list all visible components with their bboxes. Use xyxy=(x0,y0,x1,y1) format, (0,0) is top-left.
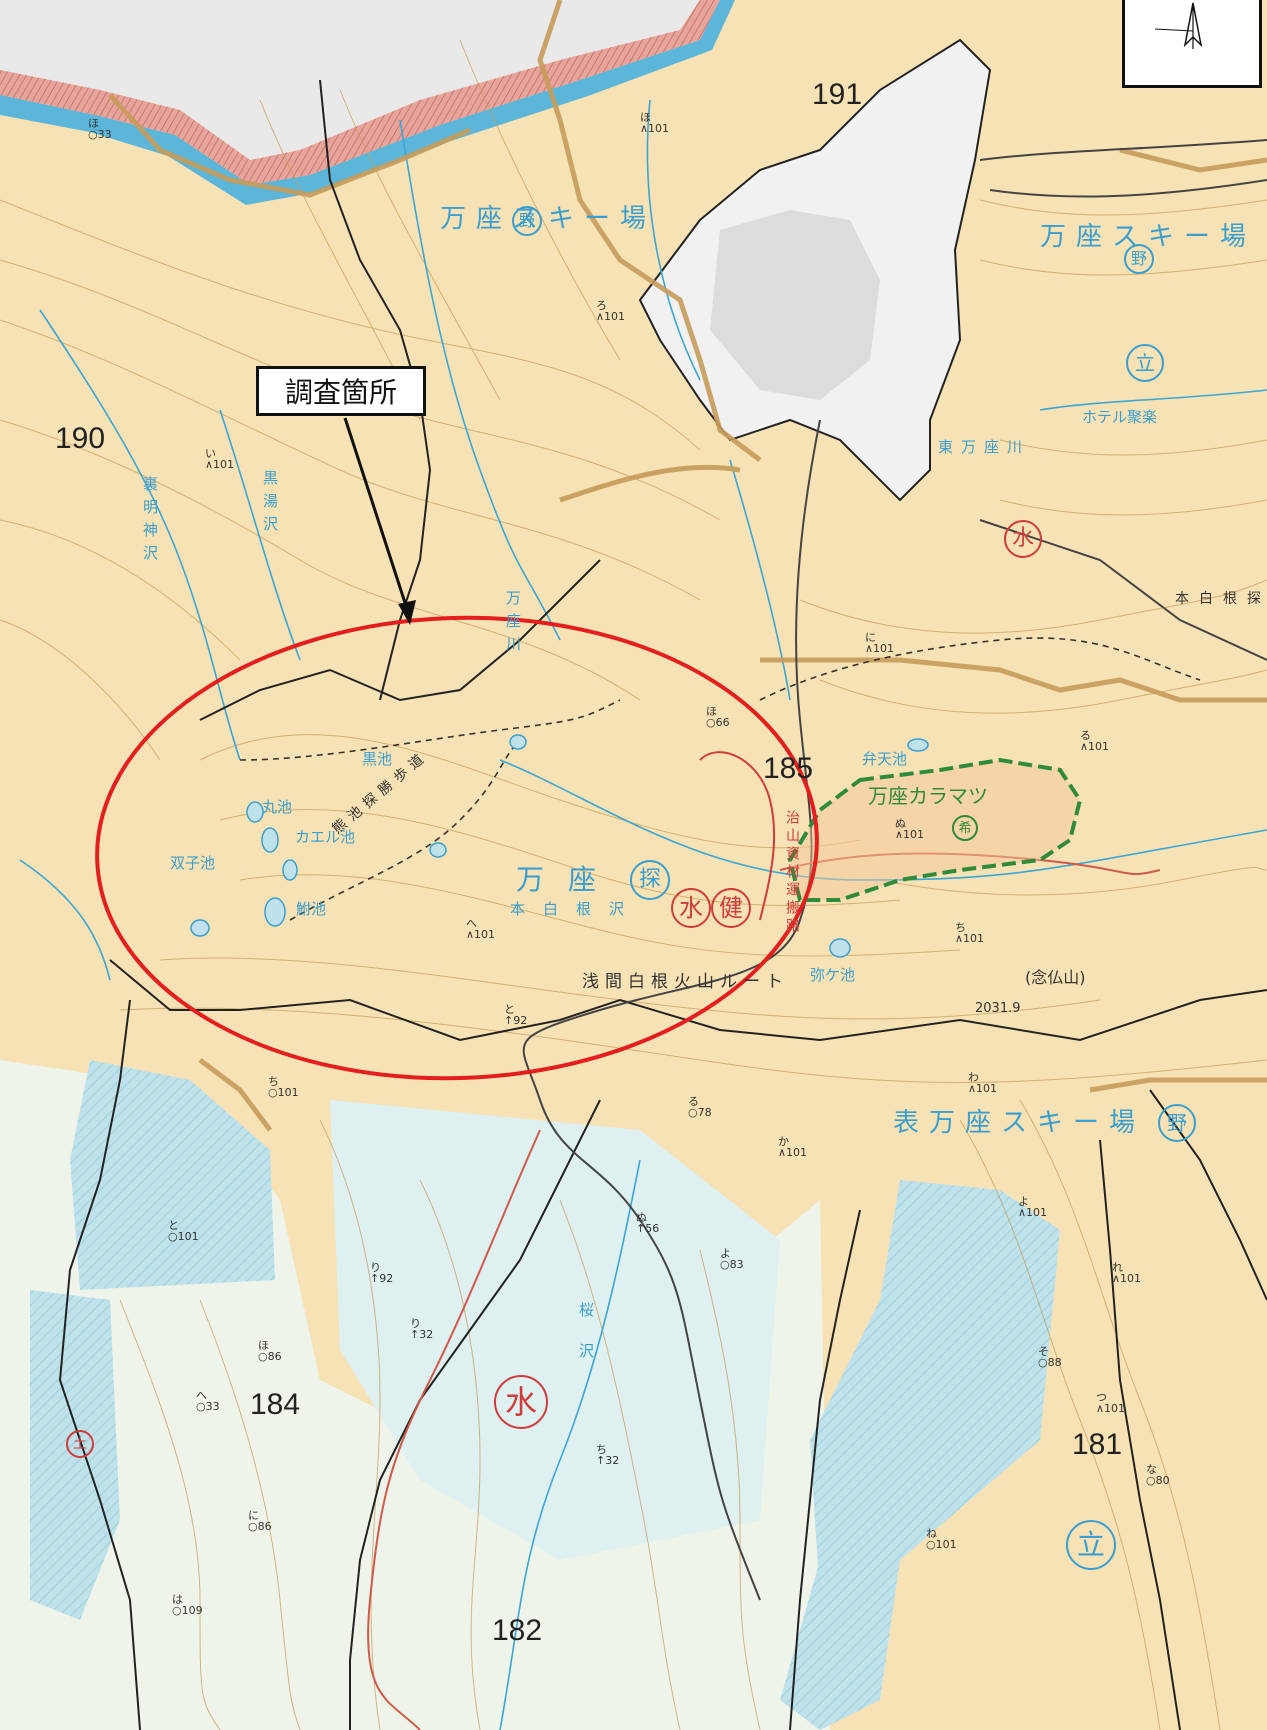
outside-area xyxy=(0,0,700,160)
label-pond-benten: 弁天池 xyxy=(862,750,908,768)
water-symbol-northeast: 水 xyxy=(1004,520,1042,558)
parcel-label: に ∧101 xyxy=(865,631,895,655)
parcel-label: い ∧101 xyxy=(205,447,235,471)
parcel-label: ほ ○66 xyxy=(706,705,730,729)
parcel-label: わ ∧101 xyxy=(968,1071,998,1095)
parcel-label: ち ∧101 xyxy=(955,921,985,945)
label-pond-kaeru: カエル池 xyxy=(295,828,356,846)
parcel-label: ぬ ↑56 xyxy=(636,1211,660,1235)
light-blue-zone xyxy=(330,1100,780,1560)
parcel-label: と ○101 xyxy=(168,1219,199,1243)
stand-symbol-southeast: 立 xyxy=(1066,1520,1116,1570)
label-manza: 万座 xyxy=(516,863,621,896)
river-band xyxy=(0,0,735,205)
parcel-label: ち ○101 xyxy=(268,1075,299,1099)
north-arrow-icon xyxy=(1154,2,1203,49)
compartment-182: 182 xyxy=(492,1614,543,1647)
explore-symbol: 探 xyxy=(630,860,670,900)
parcel-label: れ ∧101 xyxy=(1112,1261,1142,1285)
label-stream-ura: 裏明神沢 xyxy=(141,476,159,568)
parcel-label: ぬ ∧101 xyxy=(895,817,925,841)
compartment-181: 181 xyxy=(1072,1428,1123,1461)
ponds xyxy=(190,734,929,958)
parcel-label: り ↑32 xyxy=(410,1317,434,1341)
label-stream-sakura: 桜沢 xyxy=(577,1302,595,1384)
wild-symbol-northeast: 野 xyxy=(1124,244,1154,274)
forest-boundaries xyxy=(108,0,1267,1132)
parcel-label: に ○86 xyxy=(248,1509,272,1533)
red-hatch-band xyxy=(0,0,720,185)
label-nembutsu: (念仏山) xyxy=(1025,968,1086,987)
parcel-label: つ ∧101 xyxy=(1096,1391,1126,1415)
rare-symbol: 希 xyxy=(952,815,978,841)
parcel-label: よ ∧101 xyxy=(1018,1195,1048,1219)
label-river-higashi: 東万座川 xyxy=(938,438,1031,456)
label-ski-north: 万座スキー場 xyxy=(440,204,657,234)
soil-symbol: 土 xyxy=(66,1430,94,1458)
water-hatch-west xyxy=(70,1060,275,1290)
karamatsu-boundary xyxy=(787,757,1083,902)
parcel-label: る ○78 xyxy=(688,1095,712,1119)
label-pond-futago: 双子池 xyxy=(170,854,216,872)
label-stream-honshirane: 本白根沢 xyxy=(510,900,643,918)
parcel-label: ち ↑32 xyxy=(596,1443,620,1467)
parcel-label: か ∧101 xyxy=(778,1135,808,1159)
parcel-label: り ↑92 xyxy=(370,1261,394,1285)
label-stream-manza: 万座川 xyxy=(504,590,522,659)
parcel-label: と ↑92 xyxy=(504,1003,528,1027)
callout-arrow-head xyxy=(398,600,416,625)
water-symbol-south: 水 xyxy=(494,1375,548,1429)
compartment-185: 185 xyxy=(763,752,814,785)
label-stream-kuroyu: 黒湯沢 xyxy=(261,470,279,539)
parcel-label: ろ ∧101 xyxy=(596,299,626,323)
label-karamatsu: 万座カラマツ xyxy=(868,784,988,808)
village-buildings xyxy=(710,210,880,400)
compass-box xyxy=(1122,0,1262,88)
label-elevation: 2031.9 xyxy=(975,1001,1021,1016)
label-pond-maru: 丸池 xyxy=(262,798,293,816)
stand-symbol-northeast: 立 xyxy=(1126,344,1164,382)
label-pond-miya: 弥ケ池 xyxy=(810,966,856,984)
water-hatch-south xyxy=(780,1560,900,1730)
label-pond-kuro: 黒池 xyxy=(362,750,393,768)
contours xyxy=(0,39,1267,1730)
parcel-label: な ○80 xyxy=(1146,1463,1170,1487)
parcel-label: へ ○33 xyxy=(196,1389,220,1413)
label-hotel: ホテル聚楽 xyxy=(1082,408,1158,426)
water-hatch-east xyxy=(810,1180,1060,1600)
streams xyxy=(19,99,1267,1730)
parcel-label: ほ ○86 xyxy=(258,1339,282,1363)
parcel-label: そ ○88 xyxy=(1038,1345,1062,1369)
callout-arrow-line xyxy=(343,417,410,613)
compartment-184: 184 xyxy=(250,1388,301,1421)
parcel-label: る ∧101 xyxy=(1080,729,1110,753)
trails xyxy=(239,637,1201,921)
parcel-label: ほ ∧101 xyxy=(640,111,670,135)
parcel-label: ね ○101 xyxy=(926,1527,957,1551)
compartment-boundaries xyxy=(58,79,1267,1730)
parcel-label: は ○109 xyxy=(172,1593,203,1617)
haul-road-line xyxy=(699,751,776,921)
label-route: 浅間白根火山ルート xyxy=(582,972,789,992)
wild-symbol-southeast: 野 xyxy=(1158,1104,1196,1142)
water-symbol-center: 水 xyxy=(671,888,711,928)
parcel-label: へ ∧101 xyxy=(466,917,496,941)
survey-area-ellipse xyxy=(95,615,819,1081)
label-pond-funa: 鮒池 xyxy=(296,900,327,918)
survey-location-callout: 調査箇所 xyxy=(256,366,426,416)
health-symbol-center: 健 xyxy=(711,888,751,928)
compartment-191: 191 xyxy=(812,78,863,111)
wild-symbol-north: 野 xyxy=(512,206,542,236)
label-honshirane-trail: 本白根探勝歩道 xyxy=(1175,591,1267,607)
label-haul-road: 治山資材運搬路 xyxy=(784,810,800,936)
parcel-label: ほ ○33 xyxy=(88,117,112,141)
label-ski-south: 表万座スキー場 xyxy=(893,1108,1146,1138)
parcel-label: よ ○83 xyxy=(720,1247,744,1271)
compartment-190: 190 xyxy=(55,422,106,455)
